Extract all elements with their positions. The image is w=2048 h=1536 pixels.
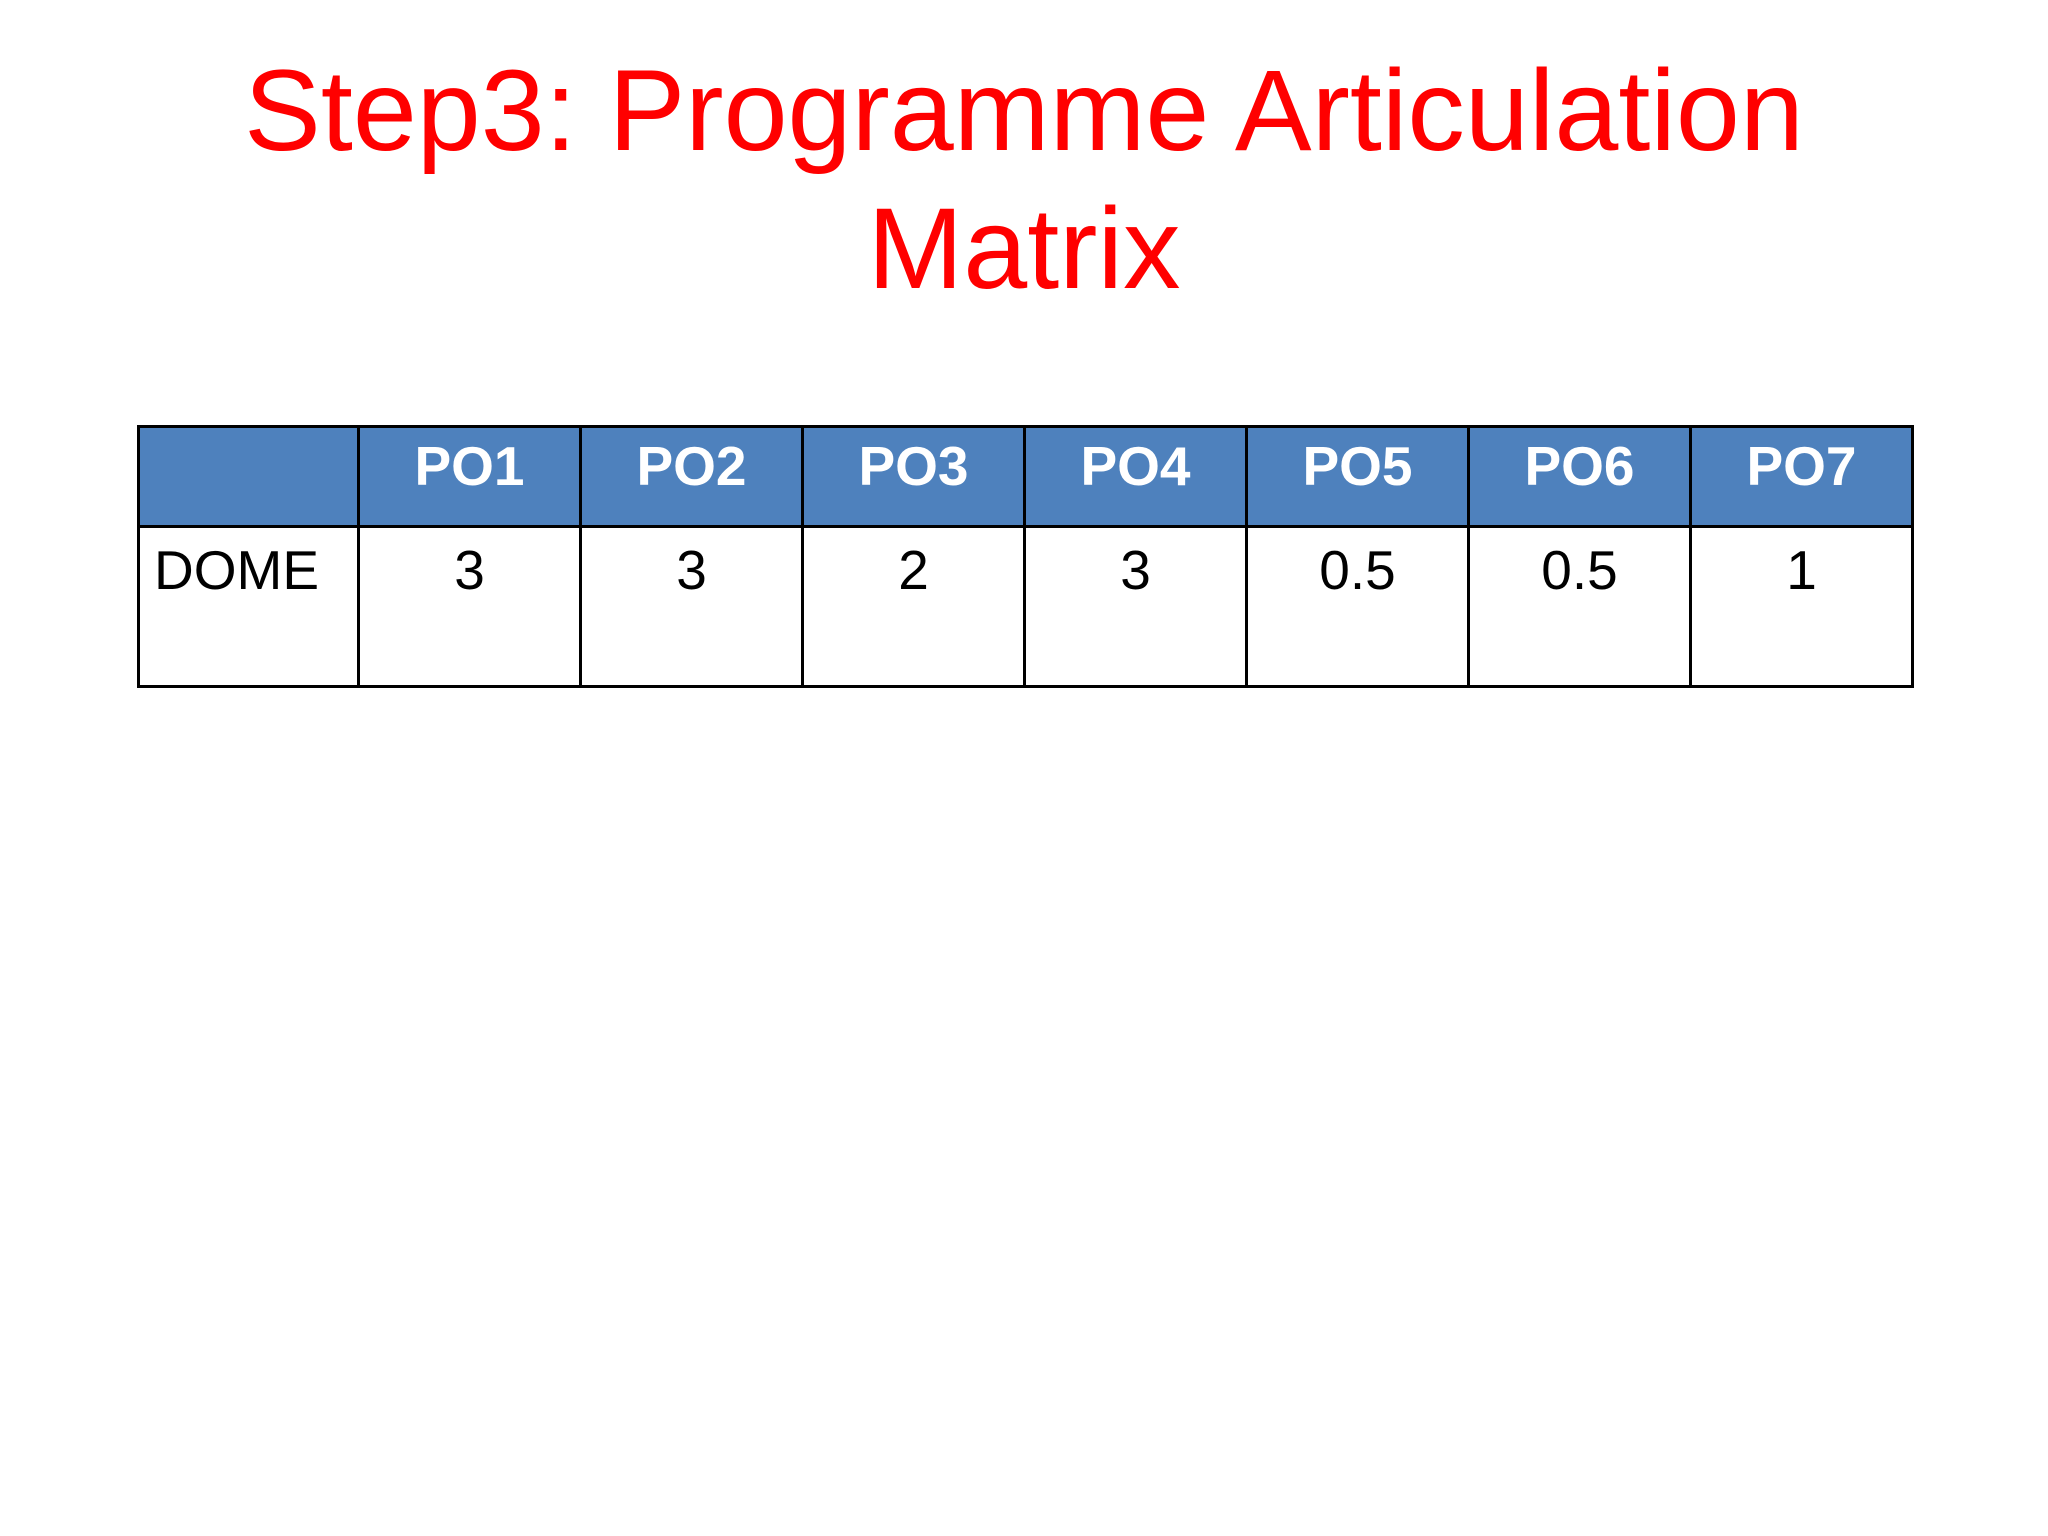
value-cell-po3: 2 [801, 525, 1026, 688]
value-cell-po5: 0.5 [1245, 525, 1470, 688]
header-cell-po1: PO1 [357, 425, 582, 528]
header-cell-po2: PO2 [579, 425, 804, 528]
header-cell-po7: PO7 [1689, 425, 1914, 528]
header-cell-po6: PO6 [1467, 425, 1692, 528]
page-title: Step3: Programme Articulation Matrix [0, 42, 2048, 318]
value-cell-po7: 1 [1689, 525, 1914, 688]
table-row: DOME 3 3 2 3 0.5 0.5 1 [137, 525, 1914, 688]
value-cell-po6: 0.5 [1467, 525, 1692, 688]
page-title-line2: Matrix [867, 185, 1181, 313]
row-label-cell: DOME [137, 525, 360, 688]
articulation-matrix-table: PO1 PO2 PO3 PO4 PO5 PO6 PO7 DOME 3 3 2 3… [137, 425, 1914, 688]
header-cell-po5: PO5 [1245, 425, 1470, 528]
value-cell-po2: 3 [579, 525, 804, 688]
value-cell-po1: 3 [357, 525, 582, 688]
header-cell-empty [137, 425, 360, 528]
value-cell-po4: 3 [1023, 525, 1248, 688]
page-title-line1: Step3: Programme Articulation [244, 47, 1804, 175]
table-header-row: PO1 PO2 PO3 PO4 PO5 PO6 PO7 [137, 425, 1914, 528]
header-cell-po3: PO3 [801, 425, 1026, 528]
header-cell-po4: PO4 [1023, 425, 1248, 528]
